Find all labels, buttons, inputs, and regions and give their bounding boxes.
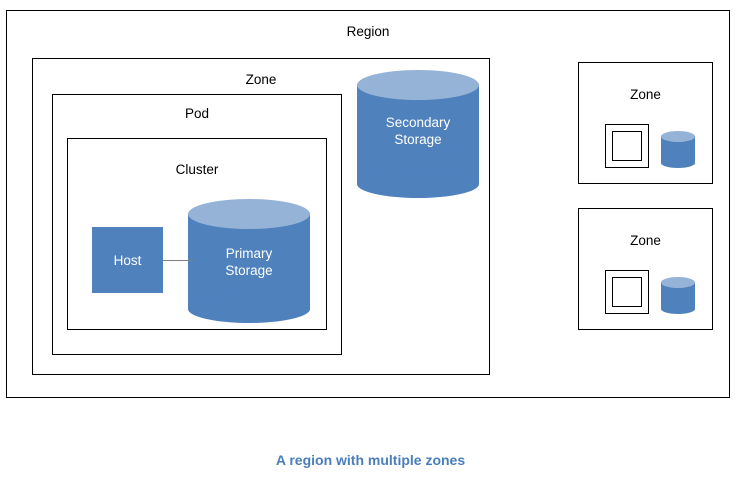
zone-container: Zone bbox=[32, 58, 490, 375]
cylinder-bottom-cap bbox=[661, 158, 695, 168]
diagram-caption: A region with multiple zones bbox=[275, 452, 466, 468]
secondary-storage-label-line1: Secondary bbox=[385, 115, 451, 130]
cylinder-body bbox=[188, 213, 310, 309]
host-to-primary-storage-connector bbox=[163, 260, 193, 261]
mini-zone-cluster-square-1 bbox=[612, 131, 642, 161]
host-node: Host bbox=[92, 227, 163, 293]
mini-zone-storage-cylinder-2 bbox=[661, 277, 695, 314]
mini-zone-container-2: Zone bbox=[578, 208, 713, 330]
zone-label: Zone bbox=[245, 72, 277, 87]
mini-zone-cluster-square-2 bbox=[612, 277, 642, 307]
primary-storage-label: Primary Storage bbox=[188, 245, 310, 279]
mini-zone-label-2: Zone bbox=[630, 233, 661, 248]
primary-storage-label-line2: Storage bbox=[225, 263, 273, 278]
cylinder-top-ellipse bbox=[661, 131, 695, 142]
cylinder-top-ellipse bbox=[188, 199, 310, 229]
cylinder-bottom-cap bbox=[357, 170, 479, 198]
mini-zone-pod-square-1 bbox=[605, 124, 649, 168]
host-label: Host bbox=[113, 252, 142, 268]
mini-zone-container-1: Zone bbox=[578, 62, 713, 184]
secondary-storage-cylinder: Secondary Storage bbox=[357, 70, 479, 198]
cluster-label: Cluster bbox=[175, 162, 219, 177]
region-container: Region bbox=[6, 10, 730, 398]
primary-storage-label-line1: Primary bbox=[225, 246, 273, 261]
mini-zone-label-1: Zone bbox=[630, 87, 661, 102]
cluster-container: Cluster bbox=[67, 138, 327, 330]
mini-zone-pod-square-2 bbox=[605, 270, 649, 314]
region-label: Region bbox=[346, 24, 390, 39]
cylinder-top-ellipse bbox=[661, 277, 695, 288]
secondary-storage-label: Secondary Storage bbox=[357, 114, 479, 148]
cylinder-bottom-cap bbox=[188, 295, 310, 323]
mini-zone-storage-cylinder-1 bbox=[661, 131, 695, 168]
pod-label: Pod bbox=[184, 106, 210, 121]
cylinder-bottom-cap bbox=[661, 304, 695, 314]
primary-storage-cylinder: Primary Storage bbox=[188, 199, 310, 323]
cylinder-top-ellipse bbox=[357, 70, 479, 100]
secondary-storage-label-line2: Storage bbox=[394, 132, 442, 147]
pod-container: Pod bbox=[52, 94, 342, 355]
cylinder-body bbox=[357, 84, 479, 184]
